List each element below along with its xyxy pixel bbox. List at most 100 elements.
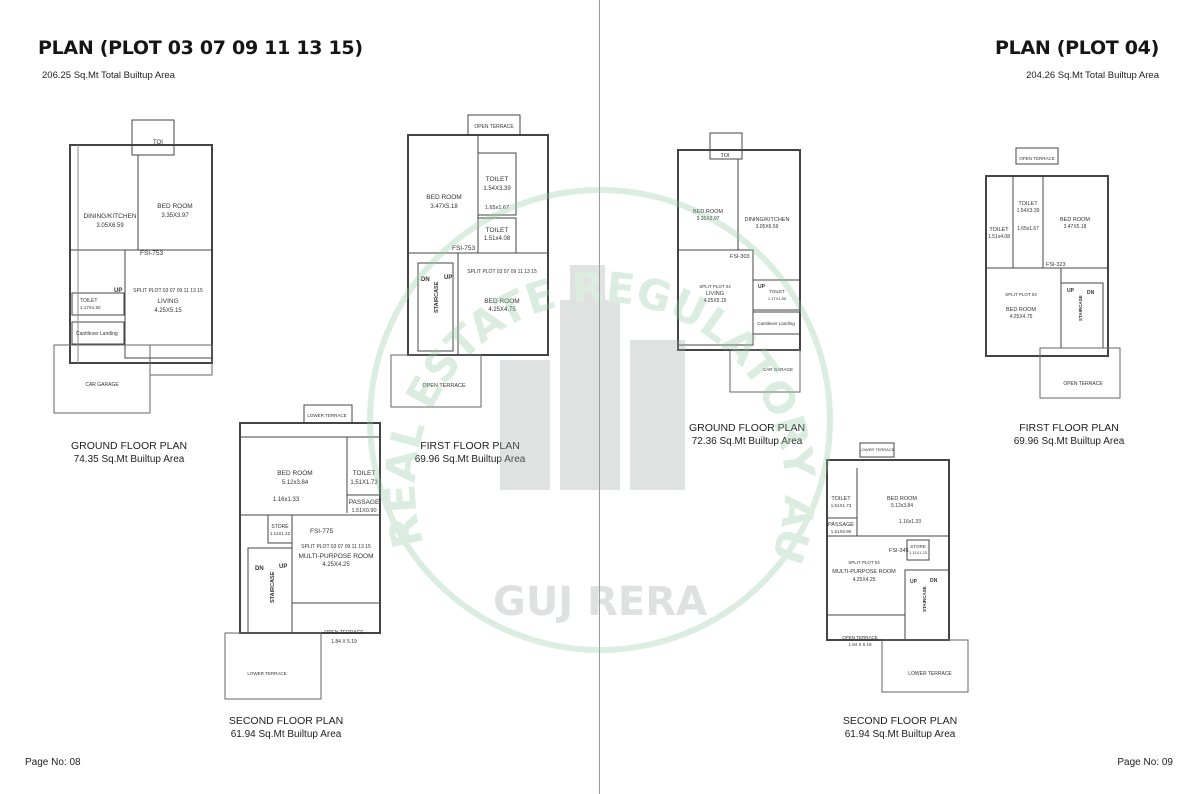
page-title: PLAN (PLOT 04) xyxy=(995,37,1159,59)
bed2-label: BED ROOM xyxy=(484,298,519,305)
mpr-label: MULTI-PURPOSE ROOM xyxy=(299,553,374,560)
first-floor-plan-drawing: OPEN TERRACE TOILET 1.54X3.39 1.65x1.67 … xyxy=(985,147,1121,399)
living-label: LIVING xyxy=(157,298,178,305)
passage-size: 1.51X0.90 xyxy=(831,529,852,534)
second-floor-plan-drawing: LOWER TERRACE BED ROOM 5.12x3.84 1.16x1.… xyxy=(224,404,381,700)
bed-size: 3.35X3.97 xyxy=(161,213,189,219)
fsi-label: FSI-345 xyxy=(889,548,909,554)
mpr-label: MULTI-PURPOSE ROOM xyxy=(832,569,896,575)
caption-area: 69.96 Sq.Mt Builtup Area xyxy=(1013,436,1125,447)
toilet-size: 1.51X1.73 xyxy=(831,503,852,508)
toilet1-label: TOILET xyxy=(1018,201,1038,207)
dn-label: DN xyxy=(930,578,938,584)
up-label: UP xyxy=(444,275,452,281)
staircase-label: STAIRCASE xyxy=(1078,295,1083,321)
toilet1-label: TOILET xyxy=(486,176,509,183)
living-size: 4.25X5.15 xyxy=(704,298,727,304)
staircase-label: STAIRCASE xyxy=(922,586,927,612)
toi-label: TOI xyxy=(153,140,163,146)
up-label: UP xyxy=(279,564,287,570)
second-floor-caption: SECOND FLOOR PLAN 61.94 Sq.Mt Builtup Ar… xyxy=(825,714,975,742)
fsi-label: FSI-323 xyxy=(1046,262,1066,268)
open-terrace-top-label: OPEN TERRACE xyxy=(1019,156,1054,161)
toilet-label: TOILET xyxy=(80,298,97,304)
toilet1-sub: 1.65x1.67 xyxy=(1017,226,1039,232)
bed-size: 5.12x3.84 xyxy=(891,503,913,509)
toi-label: TOI xyxy=(720,153,730,159)
first-floor-caption: FIRST FLOOR PLAN 69.96 Sq.Mt Builtup Are… xyxy=(994,421,1144,449)
ground-floor-caption: GROUND FLOOR PLAN 72.36 Sq.Mt Builtup Ar… xyxy=(672,421,822,449)
dining-label: DINING/KITCHEN xyxy=(83,213,136,220)
bed-sub: 1.16x1.33 xyxy=(899,519,921,525)
open-terrace-size: 1.84 X 5.19 xyxy=(331,639,357,645)
open-terrace-label: OPEN TERRACE xyxy=(324,630,364,636)
bed2-size: 4.25X4.75 xyxy=(488,307,516,313)
caption-name: FIRST FLOOR PLAN xyxy=(1019,422,1119,434)
fsi-label: FSI-775 xyxy=(310,528,334,535)
toilet-label: TOILET xyxy=(831,496,851,502)
bed-size: 5.12x3.84 xyxy=(282,480,309,486)
bed-label: BED ROOM xyxy=(277,470,312,477)
split-label: SPLIT PLOT 03 07 09 11 13 15 xyxy=(301,544,371,550)
first-floor-plan-drawing: OPEN TERRACE BED ROOM 3.47X5.18 TOILET 1… xyxy=(390,114,549,408)
open-terrace-label: OPEN TERRACE xyxy=(1063,381,1103,387)
split-label: SPLIT PLOT 04 xyxy=(1005,292,1037,297)
toilet1-size: 1.54X3.39 xyxy=(1017,208,1040,214)
living-label: LIVING xyxy=(706,291,724,297)
total-builtup-area: 206.25 Sq.Mt Total Builtup Area xyxy=(42,70,175,81)
toilet2-size: 1.51x4.08 xyxy=(484,236,511,242)
fsi-label: FSI-753 xyxy=(452,245,476,252)
toilet-label: TOILET xyxy=(353,470,376,477)
bed-label: BED ROOM xyxy=(887,496,917,502)
dn-label: DN xyxy=(1087,290,1095,296)
toilet2-label: TOILET xyxy=(486,227,509,234)
store-size: 1.11X1.22 xyxy=(270,531,291,536)
open-terrace-label: OPEN TERRACE xyxy=(842,635,877,640)
toilet1-sub: 1.65x1.67 xyxy=(485,205,509,211)
caption-name: SECOND FLOOR PLAN xyxy=(842,715,958,727)
bed1-label: BED ROOM xyxy=(1060,217,1090,223)
open-terrace-top-label: OPEN TERRACE xyxy=(474,124,514,130)
staircase-label: STAIRCASE xyxy=(434,281,440,313)
toilet2-label: TOILET xyxy=(989,227,1009,233)
bed-label: BED ROOM xyxy=(693,209,723,215)
page-title: PLAN (PLOT 03 07 09 11 13 15) xyxy=(38,37,363,59)
up-label: UP xyxy=(758,284,766,290)
mpr-size: 4.25X4.25 xyxy=(853,577,876,583)
living-size: 4.25X5.15 xyxy=(154,308,182,314)
toilet2-size: 1.51x4.08 xyxy=(988,234,1010,240)
open-terrace-size: 1.84 X 5.19 xyxy=(848,642,872,647)
split-label: SPLIT PLOT 04 xyxy=(848,560,880,565)
dn-label: DN xyxy=(421,277,430,283)
left-page: PLAN (PLOT 03 07 09 11 13 15) 206.25 Sq.… xyxy=(25,0,600,794)
page-number: Page No: 08 xyxy=(25,757,81,768)
cantilever-label: Cantilever Landing xyxy=(76,331,118,337)
page-number: Page No: 09 xyxy=(1117,757,1173,768)
bed2-size: 4.25X4.75 xyxy=(1010,314,1033,320)
toilet-size: 1.17X1.50 xyxy=(80,305,101,310)
lower-terrace-label: LOWER TERRACE xyxy=(247,671,286,676)
caption-name: GROUND FLOOR PLAN xyxy=(688,422,806,434)
up-label: UP xyxy=(114,288,122,294)
lower-terrace-top-label: LOWER TERRACE xyxy=(307,413,346,418)
toilet1-size: 1.54X3.39 xyxy=(483,186,511,192)
garage-label: CAR GARAGE xyxy=(85,382,119,388)
up-label: UP xyxy=(910,579,918,585)
bed1-label: BED ROOM xyxy=(426,194,461,201)
passage-label: PASSAGE xyxy=(828,522,854,528)
dn-label: DN xyxy=(255,566,264,572)
passage-size: 1.51X0.90 xyxy=(351,508,376,514)
bed1-size: 3.47X5.18 xyxy=(1064,224,1087,230)
mpr-size: 4.25X4.25 xyxy=(322,562,350,568)
bed1-size: 3.47X5.18 xyxy=(430,204,458,210)
open-terrace-label: OPEN TERRACE xyxy=(422,383,466,389)
caption-area: 61.94 Sq.Mt Builtup Area xyxy=(844,729,956,740)
split-label: SPLIT PLOT 03 07 09 11 13 15 xyxy=(133,288,203,294)
second-floor-caption: SECOND FLOOR PLAN 61.94 Sq.Mt Builtup Ar… xyxy=(211,714,361,742)
right-page: PLAN (PLOT 04) 204.26 Sq.Mt Total Builtu… xyxy=(600,0,1199,794)
cantilever-label: Cantilever Landing xyxy=(757,321,795,326)
caption-area: 61.94 Sq.Mt Builtup Area xyxy=(230,729,342,740)
store-size: 1.11X1.22 xyxy=(909,550,928,555)
caption-name: FIRST FLOOR PLAN xyxy=(420,440,520,452)
caption-area: 69.96 Sq.Mt Builtup Area xyxy=(414,454,526,465)
